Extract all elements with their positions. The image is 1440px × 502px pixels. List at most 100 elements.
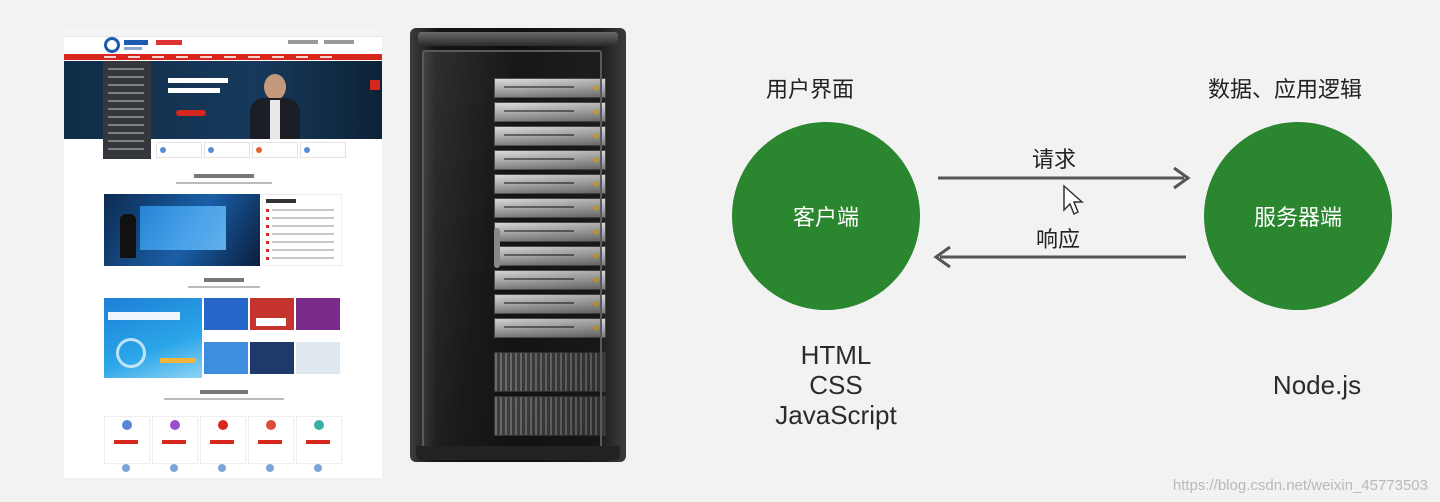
rack-top-panel — [418, 32, 618, 46]
response-arrow — [933, 245, 1186, 269]
brain-icon — [116, 338, 146, 368]
rack-status-led — [594, 254, 598, 258]
rack-server-unit — [494, 78, 606, 98]
site-news-bullet — [266, 217, 269, 220]
site-feature-card — [204, 142, 250, 158]
rack-base — [416, 446, 620, 460]
rack-status-led — [594, 326, 598, 330]
rack-server-unit — [494, 150, 606, 170]
rack-drive-slot — [504, 206, 574, 208]
site-nav-item — [200, 56, 212, 58]
rack-door-handle — [494, 228, 500, 268]
rack-server-unit — [494, 294, 606, 314]
rack-server-unit — [494, 174, 606, 194]
site-news-heading — [266, 199, 296, 203]
site-stat-number — [258, 440, 282, 444]
rack-drive-slot — [504, 230, 574, 232]
site-menu-item — [108, 148, 144, 150]
site-feature-card — [252, 142, 298, 158]
site-course-tile-number — [256, 318, 286, 326]
site-footer-icon — [170, 464, 178, 472]
rack-drive-slot — [504, 302, 574, 304]
site-hero-headline — [168, 88, 220, 93]
site-news-bullet — [266, 209, 269, 212]
site-nav-item — [104, 56, 116, 58]
rack-status-led — [594, 230, 598, 234]
site-news-bullet — [266, 241, 269, 244]
site-section-subtitle — [164, 398, 284, 400]
site-news-line — [272, 217, 334, 219]
site-feature-icon — [256, 147, 262, 153]
rack-drive-slot — [504, 158, 574, 160]
site-news-panel — [262, 194, 342, 266]
site-stat-number — [114, 440, 138, 444]
site-news-line — [272, 241, 334, 243]
rack-status-led — [594, 86, 598, 90]
rack-drive-slot — [504, 254, 574, 256]
site-logo-subtext — [124, 47, 142, 50]
rack-status-led — [594, 302, 598, 306]
rack-status-led — [594, 278, 598, 282]
rack-drive-slot — [504, 182, 574, 184]
rack-storage-unit — [494, 396, 606, 436]
request-arrow — [938, 166, 1191, 190]
site-news-bullet — [266, 225, 269, 228]
site-course-tile — [296, 298, 340, 330]
site-feature-card — [300, 142, 346, 158]
site-feature-icon — [304, 147, 310, 153]
site-nav-item — [128, 56, 140, 58]
site-section-title — [194, 174, 254, 178]
rack-storage-unit — [494, 352, 606, 392]
rack-status-led — [594, 110, 598, 114]
site-menu-item — [108, 92, 144, 94]
site-nav-item — [224, 56, 236, 58]
site-news-line — [272, 257, 334, 259]
site-stat-number — [210, 440, 234, 444]
site-menu-item — [108, 132, 144, 134]
rack-server-unit — [494, 102, 606, 122]
site-video-screen — [140, 206, 226, 250]
client-node: 客户端 — [732, 122, 920, 310]
site-hero-button — [176, 110, 206, 116]
site-news-bullet — [266, 233, 269, 236]
client-tech-html: HTML — [800, 340, 872, 370]
rack-server-unit — [494, 270, 606, 290]
site-header-link — [288, 40, 318, 44]
site-hero-person-shirt — [270, 100, 280, 139]
response-label: 响应 — [1036, 228, 1081, 253]
site-nav-item — [272, 56, 284, 58]
request-label: 请求 — [1032, 148, 1077, 173]
site-feature-icon — [160, 147, 166, 153]
website-screenshot-illustration — [64, 28, 382, 478]
site-menu-item — [108, 100, 144, 102]
site-logo-icon — [104, 37, 120, 53]
rack-status-led — [594, 134, 598, 138]
client-tech-javascript: JavaScript — [775, 400, 897, 430]
rack-server-unit — [494, 126, 606, 146]
client-header: 用户界面 — [766, 78, 855, 103]
site-logo-text — [124, 40, 148, 45]
site-menu-item — [108, 84, 144, 86]
site-hero-person-head — [264, 74, 286, 100]
server-node-label: 服务器端 — [1253, 206, 1342, 231]
rack-drive-slot — [504, 278, 574, 280]
site-hero-headline — [168, 78, 228, 83]
site-news-line — [272, 225, 334, 227]
site-course-tile — [204, 342, 248, 374]
site-news-line — [272, 249, 334, 251]
site-nav-item — [320, 56, 332, 58]
site-stat-icon — [218, 420, 228, 430]
site-float-badge — [370, 80, 380, 90]
watermark-url: https://blog.csdn.net/weixin_45773503 — [1172, 477, 1428, 494]
site-menu-item — [108, 68, 144, 70]
site-section-title — [204, 278, 244, 282]
server-rack-illustration — [410, 28, 626, 462]
site-nav-item — [152, 56, 164, 58]
rack-status-led — [594, 182, 598, 186]
site-stat-icon — [314, 420, 324, 430]
client-tech-css: CSS — [809, 370, 863, 400]
client-node-label: 客户端 — [792, 206, 859, 231]
rack-drive-slot — [504, 326, 574, 328]
site-footer-icon — [314, 464, 322, 472]
site-footer-icon — [122, 464, 130, 472]
